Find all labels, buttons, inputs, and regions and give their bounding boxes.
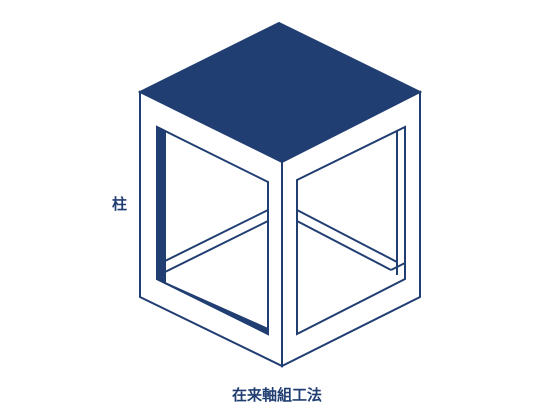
pillar-label: 柱 (112, 195, 128, 213)
diagram-caption: 在来軸組工法 (231, 386, 322, 404)
cube-right-face-outline (281, 90, 421, 368)
inner-rail-right-lower (296, 220, 392, 271)
inner-rail-right-base (390, 262, 406, 271)
inner-rail-left-lower (164, 220, 269, 273)
inner-rail-right-upper (296, 209, 398, 263)
left-window-bottom-sill (156, 278, 269, 336)
right-window-opening (296, 125, 406, 336)
left-window-inner-post (156, 125, 166, 285)
inner-rail-left-upper (164, 209, 269, 262)
